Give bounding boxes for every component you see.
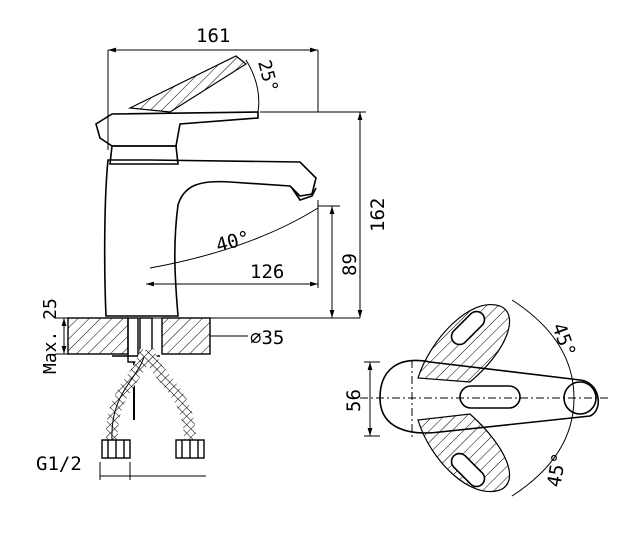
lever-closed [95, 111, 259, 147]
lever-right-position [417, 413, 511, 493]
spout-arc [149, 207, 319, 269]
top-body [379, 359, 600, 434]
lever-open [127, 55, 248, 113]
swing-left-label: 45° [547, 320, 579, 360]
body-diameter-label: 56 [343, 389, 365, 412]
hose-left-outline [111, 349, 147, 441]
top-dimension-lines [360, 299, 608, 497]
mount-diameter-label: ∅35 [250, 327, 284, 349]
swing-arc [511, 299, 575, 497]
spout-outlet [291, 187, 317, 201]
side-view [95, 55, 319, 317]
hose-right [142, 348, 196, 441]
overall-width-label: 161 [196, 25, 230, 47]
side-dimension-lines [56, 47, 366, 480]
cartridge-cap [109, 145, 179, 165]
spout-angle-label: 40° [214, 227, 253, 257]
faucet-body [103, 159, 317, 317]
top-lever-slot [459, 385, 521, 409]
spout-reach-label: 126 [250, 261, 284, 283]
mounting-assembly [101, 317, 205, 459]
max-thickness-label: Max. 25 [40, 298, 61, 374]
counter-top [60, 317, 360, 355]
overall-height-label: 162 [367, 198, 389, 232]
swing-right-label: 45° [543, 451, 571, 489]
top-view [379, 303, 600, 493]
thread-label: G1/2 [36, 453, 82, 475]
spout-height-label: 89 [339, 253, 361, 276]
